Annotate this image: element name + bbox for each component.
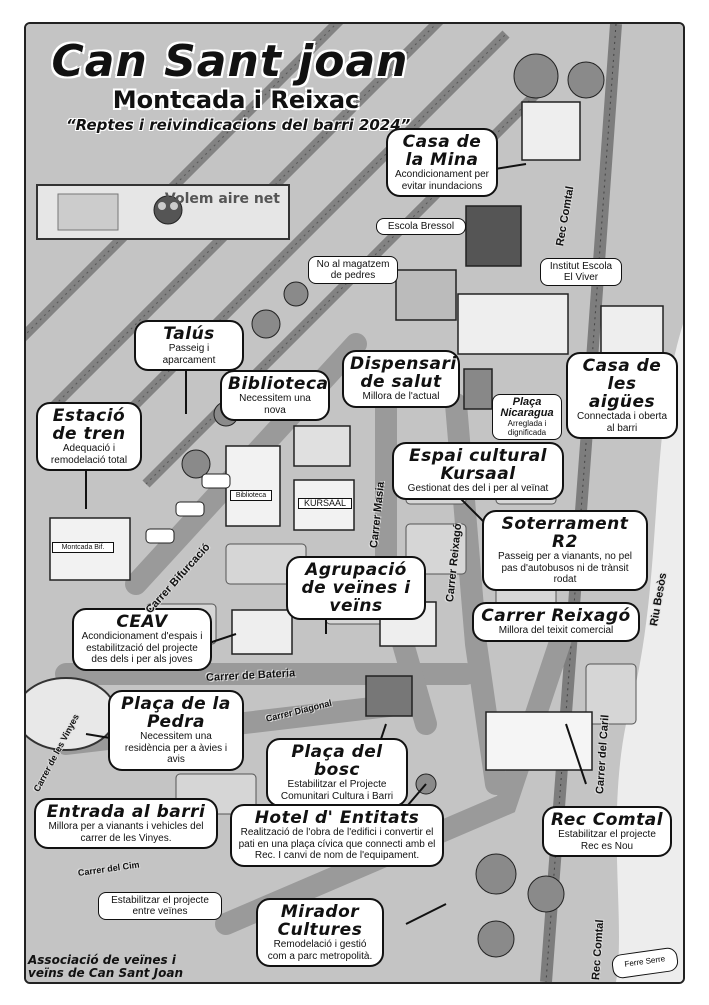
station-sign: Montcada Bif. bbox=[52, 542, 114, 553]
placa-nicaragua-title: Plaça Nicaragua bbox=[500, 396, 554, 419]
callout-desc: Millora de l'actual bbox=[362, 391, 440, 402]
callout-title: Estació de tren bbox=[52, 406, 126, 444]
callout-desc: Necessitem una nova bbox=[239, 393, 311, 416]
callout-desc: Connectada i oberta al barri bbox=[576, 411, 668, 434]
clean-air-banner: Volem aire net bbox=[36, 184, 290, 240]
callout-soterrament: Soterrament R2 Passeig per a vianants, n… bbox=[482, 510, 648, 591]
callout-desc: Passeig i aparcament bbox=[162, 343, 216, 366]
callout-title: Casa de les aigües bbox=[582, 356, 662, 412]
callout-title: CEAV bbox=[116, 612, 168, 632]
callout-desc: Gestionat des del i per al veïnat bbox=[407, 483, 549, 494]
callout-dispensari: Dispensari de salut Millora de l'actual bbox=[342, 350, 460, 408]
callout-desc: Estabilitzar el projecte Rec es Nou bbox=[558, 829, 656, 852]
callout-desc: Adequació i remodelació total bbox=[50, 443, 128, 466]
callout-reixago: Carrer Reixagó Millora del teixit comerc… bbox=[472, 602, 640, 642]
callout-title: Entrada al barri bbox=[46, 802, 206, 822]
callout-title: Dispensari de salut bbox=[350, 354, 457, 392]
callout-entrada: Entrada al barri Millora per a vianants … bbox=[34, 798, 218, 849]
callout-title: Agrupació de veïnes i veïns bbox=[301, 560, 411, 616]
credit-line-1: Associació de veïnes i bbox=[28, 953, 176, 967]
callout-title: Espai cultural Kursaal bbox=[408, 446, 548, 484]
callout-desc: Estabilitzar el Projecte Comunitari Cult… bbox=[280, 779, 394, 802]
callout-ceav: CEAV Acondicionament d'espais i estabili… bbox=[72, 608, 212, 671]
callout-talus: Talús Passeig i aparcament bbox=[134, 320, 244, 371]
callout-desc: Passeig per a vianants, no pel pas d'aut… bbox=[498, 551, 632, 585]
label-magatzem: No al magatzem de pedres bbox=[308, 256, 398, 284]
callout-title: Hotel d' Entitats bbox=[254, 808, 420, 828]
label-escola-bressol: Escola Bressol bbox=[376, 218, 466, 235]
callout-biblioteca: Biblioteca Necessitem una nova bbox=[220, 370, 330, 421]
gas-mask-icon bbox=[57, 193, 183, 231]
placa-nicaragua-desc: Arreglada i dignificada bbox=[507, 419, 547, 437]
callout-desc: Acondicionament d'espais i estabilitzaci… bbox=[81, 631, 203, 665]
callout-title: Mirador Cultures bbox=[277, 902, 363, 940]
callout-rec-comtal: Rec Comtal Estabilitzar el projecte Rec … bbox=[542, 806, 672, 857]
callout-estacio: Estació de tren Adequació i remodelació … bbox=[36, 402, 142, 471]
callout-title: Biblioteca bbox=[228, 374, 329, 394]
poster-title: Can Sant joan bbox=[51, 36, 409, 87]
callout-desc: Remodelació i gestió com a parc metropol… bbox=[267, 939, 373, 962]
callout-hotel: Hotel d' Entitats Realització de l'obra … bbox=[230, 804, 444, 867]
callout-agrupacio: Agrupació de veïnes i veïns bbox=[286, 556, 426, 620]
label-institut: Institut Escola El Viver bbox=[540, 258, 622, 286]
callout-kursaal: Espai cultural Kursaal Gestionat des del… bbox=[392, 442, 564, 500]
poster-tagline: “Reptes i reivindicacions del barri 2024… bbox=[66, 116, 411, 134]
callout-title: Soterrament R2 bbox=[501, 514, 629, 552]
poster-subtitle: Montcada i Reixac bbox=[112, 86, 360, 114]
callout-desc: Realització de l'obra de l'edifici i con… bbox=[238, 827, 436, 861]
callout-title: Talús bbox=[163, 324, 215, 344]
callout-desc: Millora per a vianants i vehicles del ca… bbox=[48, 821, 204, 844]
callout-title: Plaça del bosc bbox=[291, 742, 383, 780]
callout-desc: Necessitem una residència per a àvies i … bbox=[124, 731, 228, 765]
callout-casa-aigues: Casa de les aigües Connectada i oberta a… bbox=[566, 352, 678, 439]
credit-line-2: veïns de Can Sant Joan bbox=[28, 966, 184, 980]
callout-desc: Millora del teixit comercial bbox=[498, 625, 614, 636]
library-sign: Biblioteca bbox=[230, 490, 272, 501]
banner-text: Volem aire net bbox=[164, 191, 280, 207]
label-placa-nicaragua: Plaça Nicaragua Arreglada i dignificada bbox=[492, 394, 562, 440]
label-estabilitzar: Estabilitzar el projecte entre veïnes bbox=[98, 892, 222, 920]
callout-mirador: Mirador Cultures Remodelació i gestió co… bbox=[256, 898, 384, 967]
callout-title: Carrer Reixagó bbox=[481, 606, 631, 626]
callout-placa-bosc: Plaça del bosc Estabilitzar el Projecte … bbox=[266, 738, 408, 807]
kursaal-sign: KURSAAL bbox=[298, 498, 352, 509]
organization-credit: Associació de veïnes i veïns de Can Sant… bbox=[28, 954, 228, 980]
callout-desc: Acondicionament per evitar inundacions bbox=[395, 169, 489, 192]
neighbourhood-map: Can Sant joan Montcada i Reixac “Reptes … bbox=[24, 22, 685, 984]
callout-title: Plaça de la Pedra bbox=[121, 694, 231, 732]
callout-casa-mina: Casa de la Mina Acondicionament per evit… bbox=[386, 128, 498, 197]
callout-title: Casa de la Mina bbox=[402, 132, 482, 170]
callout-title: Rec Comtal bbox=[550, 810, 664, 830]
callout-placa-pedra: Plaça de la Pedra Necessitem una residèn… bbox=[108, 690, 244, 771]
